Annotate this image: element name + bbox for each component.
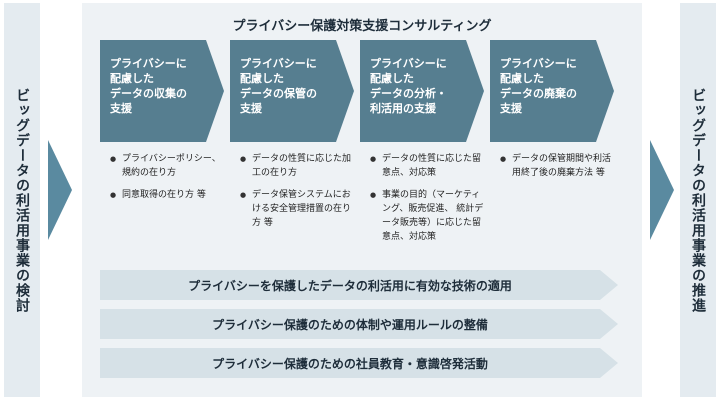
left-side-label-box: ビッグデータの利活用事業の検討 xyxy=(4,3,40,397)
step-title-line: 支援 xyxy=(240,102,262,115)
step-disposal-bullets: データの保管期間や利活用終了後の廃棄方法 等 xyxy=(500,152,618,188)
step-analysis: プライバシーに 配慮した データの分析・ 利活用の支援 xyxy=(360,40,484,142)
right-side-label-box: ビッグデータの利活用事業の推進 xyxy=(680,3,716,397)
step-title-line: プライバシーに xyxy=(110,57,187,70)
right-side-label: ビッグデータの利活用事業の推進 xyxy=(690,87,706,313)
band-label: プライバシーを保護したデータの利活用に有効な技術の適用 xyxy=(188,278,512,293)
step-disposal: プライバシーに 配慮した データの廃棄の 支援 xyxy=(490,40,614,142)
step-title-line: 配慮した xyxy=(370,72,414,85)
band-arrow-shape xyxy=(100,348,618,378)
band-education: プライバシー保護のための社員教育・意識啓発活動 xyxy=(100,348,618,378)
bullet-item: データの保管期間や利活用終了後の廃棄方法 等 xyxy=(500,152,618,180)
bullet-item: 事業の目的（マーケティング、販売促進、 統計データ販売等）に応じた留意点、対応策 xyxy=(370,188,488,244)
panel-title: プライバシー保護対策支援コンサルティング xyxy=(232,19,492,34)
step-title-line: データの廃棄の xyxy=(500,87,577,100)
band-arrow-shape xyxy=(100,309,618,339)
step-chevron-shape xyxy=(100,40,224,142)
step-title-line: 配慮した xyxy=(110,72,154,85)
step-title: プライバシーに 配慮した データの廃棄の 支援 xyxy=(500,56,598,116)
step-analysis-bullets: データの性質に応じた留意点、対応策 事業の目的（マーケティング、販売促進、 統計… xyxy=(370,152,488,252)
bullet-item: データの性質に応じた留意点、対応策 xyxy=(370,152,488,180)
step-title-line: 支援 xyxy=(500,102,522,115)
step-title: プライバシーに 配慮した データの収集の 支援 xyxy=(110,56,208,116)
step-title-line: プライバシーに xyxy=(370,57,447,70)
bullet-item: 同意取得の在り方 等 xyxy=(110,188,228,202)
step-title-line: 利活用の支援 xyxy=(370,102,436,115)
step-chevron-shape xyxy=(360,40,484,142)
band-organization: プライバシー保護のための体制や運用ルールの整備 xyxy=(100,309,618,339)
band-technology: プライバシーを保護したデータの利活用に有効な技術の適用 xyxy=(100,270,618,300)
step-title-line: 支援 xyxy=(110,102,132,115)
step-title-line: データの分析・ xyxy=(370,87,447,100)
flow-arrow-left xyxy=(48,140,72,240)
flow-arrow-right xyxy=(650,140,674,240)
step-collection: プライバシーに 配慮した データの収集の 支援 xyxy=(100,40,224,142)
step-title-line: プライバシーに xyxy=(240,57,317,70)
step-storage-bullets: データの性質に応じた加工の在り方 データ保管システムにおける安全管理措置の在り方… xyxy=(240,152,358,238)
step-collection-bullets: プライバシーポリシー、規約の在り方 同意取得の在り方 等 xyxy=(110,152,228,210)
step-title-line: データの保管の xyxy=(240,87,317,100)
bullet-item: データ保管システムにおける安全管理措置の在り方 等 xyxy=(240,188,358,230)
step-title: プライバシーに 配慮した データの保管の 支援 xyxy=(240,56,338,116)
step-title-line: プライバシーに xyxy=(500,57,577,70)
step-title-line: 配慮した xyxy=(240,72,284,85)
step-title: プライバシーに 配慮した データの分析・ 利活用の支援 xyxy=(370,56,468,116)
left-side-label: ビッグデータの利活用事業の検討 xyxy=(14,87,30,313)
band-label: プライバシー保護のための体制や運用ルールの整備 xyxy=(212,317,488,332)
step-chevron-shape xyxy=(490,40,614,142)
step-title-line: 配慮した xyxy=(500,72,544,85)
band-arrow-shape xyxy=(100,270,618,300)
step-storage: プライバシーに 配慮した データの保管の 支援 xyxy=(230,40,354,142)
step-chevron-shape xyxy=(230,40,354,142)
bullet-item: プライバシーポリシー、規約の在り方 xyxy=(110,152,228,180)
band-label: プライバシー保護のための社員教育・意識啓発活動 xyxy=(212,356,488,371)
bullet-item: データの性質に応じた加工の在り方 xyxy=(240,152,358,180)
step-title-line: データの収集の xyxy=(110,87,187,100)
